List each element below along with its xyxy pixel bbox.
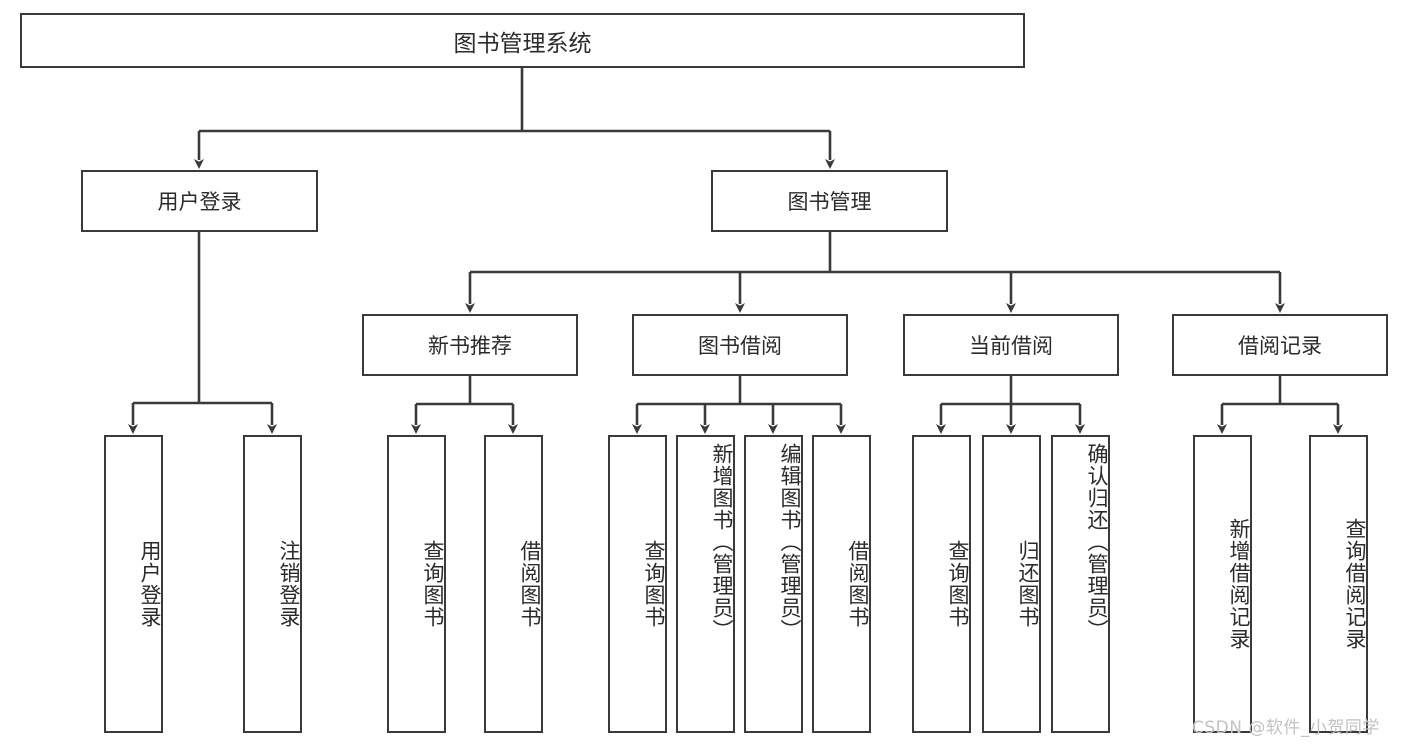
leaf-label: 查询图书	[642, 540, 666, 628]
leaf-query-borrow-record[interactable]: 查询借阅记录	[1309, 435, 1368, 733]
node-user-login[interactable]: 用户登录	[81, 170, 318, 232]
leaf-label: 查询借阅记录	[1343, 518, 1367, 650]
leaf-logout[interactable]: 注销登录	[243, 435, 302, 733]
node-book-borrow[interactable]: 图书借阅	[632, 314, 848, 376]
leaf-label: 编辑图书（管理员）	[778, 443, 802, 641]
leaf-add-borrow-record[interactable]: 新增借阅记录	[1193, 435, 1252, 733]
node-root[interactable]: 图书管理系统	[20, 13, 1025, 68]
leaf-query-book-recommend[interactable]: 查询图书	[387, 435, 446, 733]
leaf-query-book-current[interactable]: 查询图书	[912, 435, 971, 733]
leaf-label: 用户登录	[138, 540, 162, 628]
node-book-management[interactable]: 图书管理	[711, 170, 948, 232]
leaf-edit-book-admin[interactable]: 编辑图书（管理员）	[744, 435, 803, 733]
leaf-user-login[interactable]: 用户登录	[104, 435, 163, 733]
leaf-label: 确认归还（管理员）	[1085, 443, 1109, 641]
leaf-borrow-book-recommend[interactable]: 借阅图书	[484, 435, 543, 733]
leaf-label: 查询图书	[946, 540, 970, 628]
leaf-label: 新增借阅记录	[1227, 518, 1251, 650]
leaf-label: 查询图书	[421, 540, 445, 628]
leaf-label: 注销登录	[277, 540, 301, 628]
node-current-borrow[interactable]: 当前借阅	[903, 314, 1119, 376]
leaf-query-book[interactable]: 查询图书	[608, 435, 667, 733]
leaf-borrow-book[interactable]: 借阅图书	[812, 435, 871, 733]
leaf-label: 归还图书	[1016, 540, 1040, 628]
leaf-return-book[interactable]: 归还图书	[982, 435, 1041, 733]
leaf-label: 借阅图书	[518, 540, 542, 628]
node-borrow-record[interactable]: 借阅记录	[1172, 314, 1388, 376]
leaf-label: 借阅图书	[846, 540, 870, 628]
node-new-book-recommend[interactable]: 新书推荐	[362, 314, 578, 376]
leaf-add-book-admin[interactable]: 新增图书（管理员）	[676, 435, 735, 733]
leaf-confirm-return-admin[interactable]: 确认归还（管理员）	[1051, 435, 1110, 733]
leaf-label: 新增图书（管理员）	[710, 443, 734, 641]
